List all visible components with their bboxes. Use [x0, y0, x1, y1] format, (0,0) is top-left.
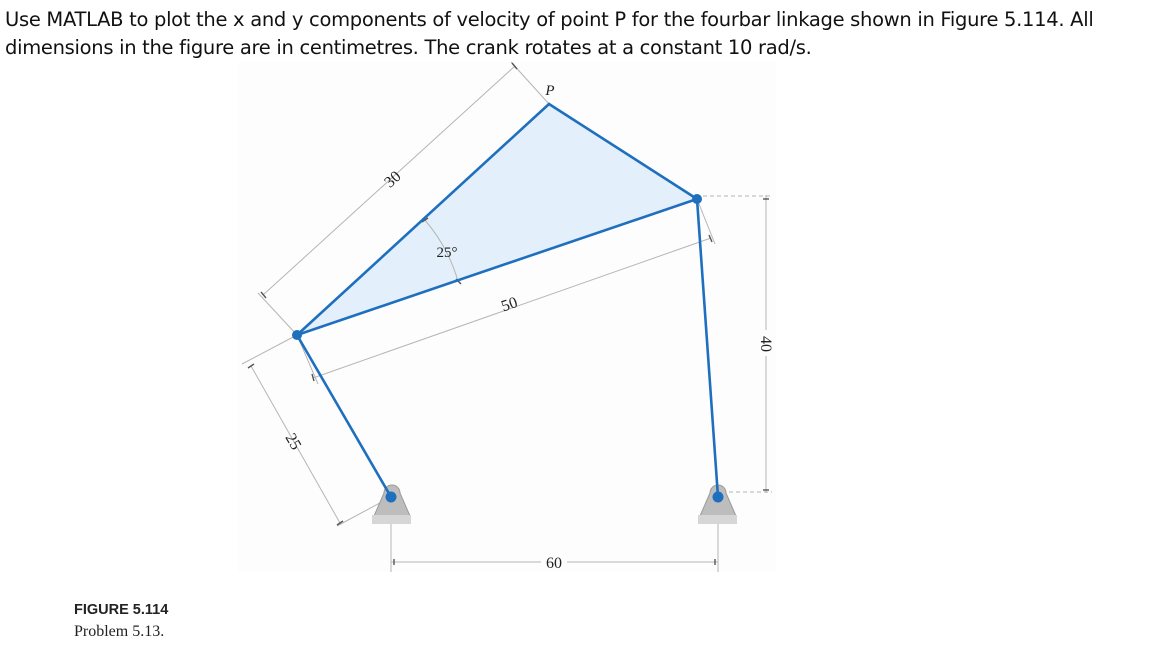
figure-caption-text: Problem 5.13. [74, 623, 165, 640]
links [295, 102, 720, 499]
dim-text-60: 60 [546, 555, 562, 572]
crank-link [295, 333, 393, 499]
coupler-base-link [295, 197, 699, 337]
rocker-link [695, 197, 720, 499]
dim-line-50 [312, 237, 712, 379]
angle-arc [423, 218, 459, 282]
coupler-side-link [295, 102, 551, 337]
pin-b [692, 194, 702, 204]
dim-text-40: 40 [757, 336, 774, 352]
point-p-label: P [544, 83, 554, 99]
dim-text-25: 25 [282, 431, 305, 453]
angle-label: 25° [437, 245, 458, 261]
coupler-top-link [547, 102, 699, 201]
figure-caption: FIGURE 5.114 Problem 5.13. [74, 600, 168, 642]
coupler-plate [297, 104, 697, 335]
pin-ground-right [712, 491, 724, 503]
dim-text-50: 50 [499, 294, 520, 315]
problem-statement: Use MATLAB to plot the x and y component… [5, 6, 1151, 62]
problem-line-2: dimensions in the figure are in centimet… [5, 36, 812, 59]
dim-line-30 [262, 65, 516, 296]
figure-number: FIGURE 5.114 [74, 602, 169, 618]
pin-a [292, 330, 302, 340]
problem-line-1: Use MATLAB to plot the x and y component… [5, 8, 1094, 31]
dim-line-25 [250, 365, 341, 524]
pins [292, 194, 724, 503]
pin-ground-left [385, 491, 397, 503]
